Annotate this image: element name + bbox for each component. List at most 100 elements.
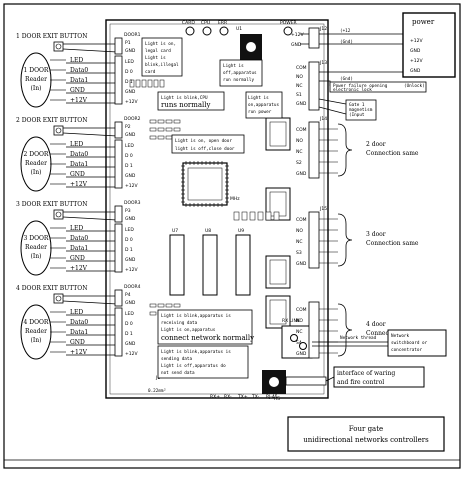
caption-line1: Four gate xyxy=(349,425,383,433)
pin-label: D 0 xyxy=(125,153,133,159)
wire-gauge-label: 0.22mm² xyxy=(148,388,166,394)
pin-label: GND xyxy=(125,89,136,95)
pin-label: GND xyxy=(125,48,136,54)
svg-text:+12V: +12V xyxy=(410,38,423,44)
reader-label: (In) xyxy=(31,85,42,92)
door-connector-label: DOOR2 xyxy=(124,116,141,122)
label-err: ERR xyxy=(218,20,227,26)
label-u1: U1 xyxy=(236,26,242,32)
exit-button-label: 2 DOOR EXIT BUTTON xyxy=(16,117,87,124)
signal-label: LED xyxy=(70,141,83,148)
exit-button-label: 3 DOOR EXIT BUTTON xyxy=(16,201,87,208)
relay-pin-label: NC xyxy=(296,239,303,245)
pin-label: D 1 xyxy=(125,247,133,253)
exit-button-icon xyxy=(53,41,64,52)
ic-u9 xyxy=(235,234,251,296)
ic-u8 xyxy=(202,234,218,296)
network-switch-box xyxy=(387,329,447,357)
exit-button-label: 4 DOOR EXIT BUTTON xyxy=(16,285,87,292)
cpu-chip xyxy=(182,162,228,206)
reader-label: 2 DOOR xyxy=(24,151,49,158)
door-connector-label: DOOR3 xyxy=(124,200,141,206)
pin-label: GND xyxy=(125,132,136,138)
pin-label: P4 xyxy=(125,292,131,298)
pin-label: P3 xyxy=(125,208,131,214)
pin-label: +12V xyxy=(125,99,138,105)
svg-text:receiving data: receiving data xyxy=(161,320,198,326)
svg-text:interface of waring: interface of waring xyxy=(337,370,395,377)
signal-label: GND xyxy=(70,255,85,262)
svg-text:Network: Network xyxy=(391,333,410,339)
pin-label: LED xyxy=(125,143,134,149)
bottom-pin-label: RX- xyxy=(224,394,232,400)
caption-line2: unidirectional networks controllers xyxy=(303,436,429,444)
fire-control-section: interface of waring and fire control xyxy=(285,366,425,388)
label-card: CARD xyxy=(182,20,195,26)
pin-label: D 1 xyxy=(125,331,133,337)
label-mhz: MHz xyxy=(230,196,240,202)
label-u8: U8 xyxy=(205,228,211,234)
note-cpu-led: Light is blink,CPU runs normally xyxy=(157,91,225,111)
reader-label: 3 DOOR xyxy=(24,235,49,242)
connection-brace xyxy=(337,123,353,177)
connection-subtitle: Connection same xyxy=(366,240,419,247)
ic-u7 xyxy=(169,234,185,296)
gate-label: Gate 1 xyxy=(349,102,365,108)
gate-label-2: magnetism xyxy=(349,107,373,113)
svg-text:light is off,close door: light is off,close door xyxy=(175,146,235,152)
relay-pin-label: S4 xyxy=(296,340,302,346)
connection-title: 2 door xyxy=(366,141,386,148)
relay-pin-label: NO xyxy=(296,74,303,80)
reader-label: Reader xyxy=(25,160,47,167)
relay-pin-label: GND xyxy=(296,261,307,267)
svg-text:run power: run power xyxy=(248,110,272,115)
label-power: POWER xyxy=(280,20,297,26)
signal-label: +12V xyxy=(70,181,88,188)
svg-text:legal card: legal card xyxy=(145,48,171,54)
signal-label: GND xyxy=(70,171,85,178)
signal-label: Data0 xyxy=(70,151,88,158)
network-thread-label: Network thread xyxy=(340,335,377,341)
door-connector-label: DOOR1 xyxy=(124,32,141,38)
reader-label: Reader xyxy=(25,328,47,335)
power-led xyxy=(283,26,293,36)
pin-label: D 0 xyxy=(125,237,133,243)
pin-label: GND xyxy=(125,216,136,222)
relay-pin-label: COM xyxy=(296,217,307,223)
pin-label: D 0 xyxy=(125,69,133,75)
pin-label: GND xyxy=(125,341,136,347)
svg-text:GND: GND xyxy=(410,48,421,54)
plus12-tag: (+12 xyxy=(340,28,351,34)
signal-label: LED xyxy=(70,57,83,64)
gate-box xyxy=(345,99,377,121)
note-network-rx: Light is blink,apparatus is receiving da… xyxy=(157,309,254,345)
relay-pin-label: NO xyxy=(296,228,303,234)
relay-pin-label: NC xyxy=(296,329,303,335)
vin-label: +12V xyxy=(291,32,304,38)
svg-text:Light is blink,CPU: Light is blink,CPU xyxy=(161,95,208,101)
pin-label: D 0 xyxy=(125,321,133,327)
connector-label: J13 xyxy=(319,60,327,66)
connector-label: J15 xyxy=(319,206,327,212)
lock-gnd-tag: (Gnd) xyxy=(340,76,353,82)
relay xyxy=(265,255,291,289)
relay-pin-label: COM xyxy=(296,307,307,313)
signal-label: +12V xyxy=(70,265,88,272)
door-connector-label: DOOR4 xyxy=(124,284,141,290)
signal-label: +12V xyxy=(70,349,88,356)
signal-label: Data1 xyxy=(70,329,88,336)
svg-text:run normally: run normally xyxy=(223,77,254,83)
exit-button-icon xyxy=(53,125,64,136)
pin-label: GND xyxy=(125,257,136,263)
signal-label: Data1 xyxy=(70,161,88,168)
svg-text:GND: GND xyxy=(410,68,421,74)
svg-text:and fire control: and fire control xyxy=(337,379,384,386)
connection-title: 4 door xyxy=(366,321,386,328)
pin-label: +12V xyxy=(125,183,138,189)
connection-brace xyxy=(337,303,353,357)
reader-label: (In) xyxy=(31,337,42,344)
svg-text:card: card xyxy=(145,69,156,75)
